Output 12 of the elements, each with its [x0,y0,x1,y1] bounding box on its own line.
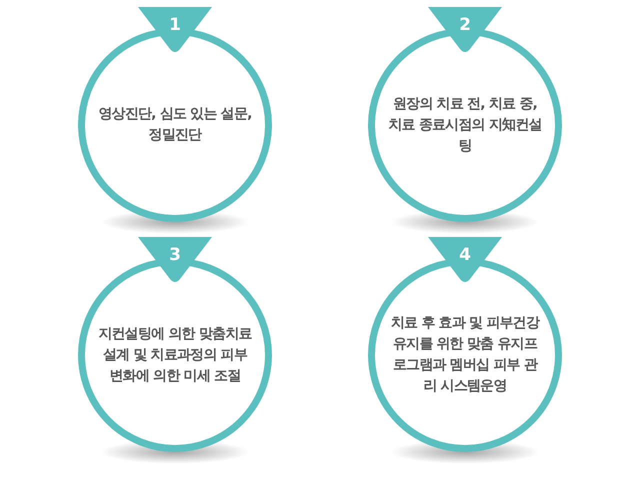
step-description: 지컨설팅에 의한 맞춤치료 설계 및 치료과정의 피부변화에 의한 미세 조절 [97,324,253,386]
step-description: 치료 후 효과 및 피부건강 유지를 위한 맞춤 유지프로그램과 멤버십 피부 관리 시스템운영 [390,314,541,396]
number-badge [428,237,502,283]
step-description: 영상진단, 심도 있는 설문, 정밀진단 [97,105,253,145]
number-badge [428,7,502,53]
number-badge [138,7,212,53]
step-description: 원장의 치료 전, 치료 중, 치료 종료시점의 지知컨설팅 [387,94,543,156]
step-number: 1 [168,15,182,35]
step-number: 4 [458,245,472,265]
number-badge [138,237,212,283]
step-number: 2 [458,15,472,35]
step-number: 3 [168,245,182,265]
